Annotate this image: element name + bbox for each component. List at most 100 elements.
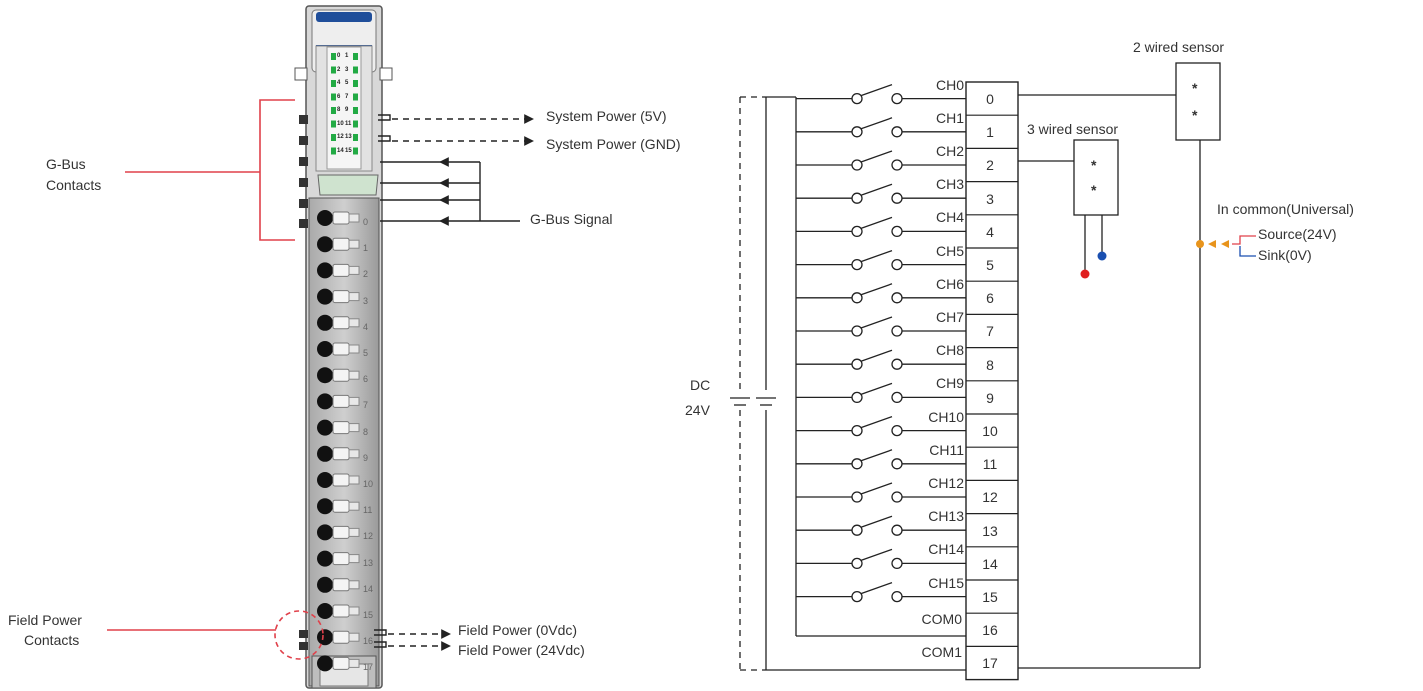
- terminal-number: 6: [986, 290, 994, 307]
- led-number: 14: [337, 147, 344, 154]
- status-led: [331, 93, 336, 101]
- gbus-contact: [299, 219, 308, 228]
- terminal-wire-hole: [317, 236, 333, 253]
- status-led-panel: [331, 53, 358, 155]
- terminal-release-lever: [332, 368, 350, 382]
- terminal-release-lever: [332, 394, 350, 408]
- switch-contact: [796, 581, 966, 603]
- terminal-wire-hole: [317, 314, 333, 331]
- terminal-tab: [348, 527, 360, 537]
- terminal-number: 10: [982, 423, 998, 439]
- channel-label: CH3: [935, 176, 964, 193]
- status-led: [353, 147, 358, 155]
- status-led: [331, 107, 336, 114]
- field-power-arrows: [374, 629, 451, 651]
- led-number: 0: [337, 53, 341, 59]
- terminal-pin-number: 10: [363, 479, 374, 489]
- blue-wire-dot: [1097, 251, 1107, 261]
- terminal-wire-hole: [317, 603, 333, 619]
- terminal-number: 5: [986, 257, 994, 273]
- terminal-number: 15: [982, 589, 998, 605]
- terminal-wire-hole: [317, 550, 333, 567]
- terminal-pin-number: 4: [363, 321, 369, 332]
- terminal-tab: [348, 239, 360, 249]
- status-led: [353, 107, 358, 114]
- channel-label: CH8: [935, 342, 964, 359]
- terminal-tab: [348, 213, 360, 223]
- led-number: 15: [345, 147, 352, 154]
- switch-contact: [796, 349, 966, 370]
- switch-contact: [796, 183, 966, 204]
- channel-label: CH15: [928, 574, 964, 591]
- channel-label: COM1: [921, 644, 962, 660]
- terminal-tab: [348, 449, 360, 459]
- terminal-number: 11: [982, 456, 998, 473]
- switch-contact: [796, 515, 966, 536]
- led-number: 13: [345, 134, 352, 140]
- three-wired-sensor: [1018, 139, 1119, 270]
- channel-label: CH1: [935, 109, 964, 126]
- terminal-pin-number: 16: [363, 636, 374, 647]
- terminal-tab: [348, 344, 360, 354]
- field-power-0v-label: Field Power (0Vdc): [458, 622, 578, 638]
- status-led: [353, 120, 358, 128]
- terminal-tab: [348, 370, 360, 380]
- terminal-pin-number: 5: [363, 348, 369, 358]
- field-power-24v-label: Field Power (24Vdc): [458, 642, 585, 658]
- dc-supply-frame: [730, 96, 776, 671]
- gbus-contact: [299, 136, 308, 145]
- terminal-number: 14: [982, 555, 998, 572]
- field-power-contact: [299, 642, 308, 650]
- terminal-pin-number: 2: [363, 269, 369, 280]
- status-led: [353, 134, 358, 141]
- channel-label: CH2: [935, 143, 964, 159]
- led-number: 2: [337, 66, 341, 73]
- two-wired-sensor-mark-2: *: [1192, 107, 1198, 123]
- three-wired-sensor-label: 3 wired sensor: [1027, 121, 1119, 137]
- terminal-release-lever: [332, 237, 350, 251]
- terminal-tab: [348, 423, 360, 433]
- terminal-release-lever: [332, 290, 350, 304]
- terminal-number: 16: [982, 622, 998, 639]
- status-led: [353, 93, 358, 101]
- channel-label: CH6: [935, 275, 964, 292]
- terminal-tab: [348, 580, 360, 590]
- led-number: 1: [345, 53, 349, 59]
- terminal-release-lever: [332, 342, 350, 356]
- status-led: [331, 66, 336, 74]
- terminal-pin-number: 12: [363, 531, 374, 542]
- terminal-wire-hole: [317, 472, 333, 488]
- terminal-number: 2: [986, 157, 994, 174]
- gbus-contact: [299, 115, 308, 124]
- switch-contact: [796, 283, 966, 304]
- switch-contact: [796, 415, 966, 437]
- terminal-wire-hole: [317, 393, 333, 410]
- terminal-release-lever: [332, 211, 350, 225]
- terminal-wire-hole: [317, 419, 333, 436]
- terminal-tab: [348, 501, 360, 511]
- channel-label: CH11: [929, 441, 964, 458]
- system-power-arrows: [378, 114, 534, 146]
- dc-label-line1: DC: [690, 377, 711, 393]
- terminal-wire-hole: [317, 629, 333, 646]
- gbus-signal-label: G-Bus Signal: [530, 211, 613, 227]
- terminal-tab: [348, 265, 360, 275]
- gbus-contact-pins: [299, 115, 308, 650]
- status-led: [353, 53, 358, 60]
- terminal-wire-hole: [317, 210, 333, 226]
- terminal-tab: [348, 632, 360, 642]
- terminal-number: 12: [982, 489, 998, 506]
- status-led: [353, 80, 358, 87]
- gbus-contact: [299, 199, 308, 208]
- channel-label: CH5: [935, 242, 964, 259]
- terminal-number: 1: [986, 124, 994, 141]
- terminal-pin-number: 6: [363, 374, 369, 385]
- led-number: 6: [337, 93, 341, 100]
- terminal-wire-hole: [317, 498, 333, 515]
- terminal-release-lever: [332, 578, 350, 592]
- terminal-wire-hole: [317, 367, 333, 384]
- channel-label: CH14: [928, 541, 964, 558]
- terminal-number: 8: [986, 356, 994, 373]
- terminal-pin-number: 1: [363, 243, 369, 254]
